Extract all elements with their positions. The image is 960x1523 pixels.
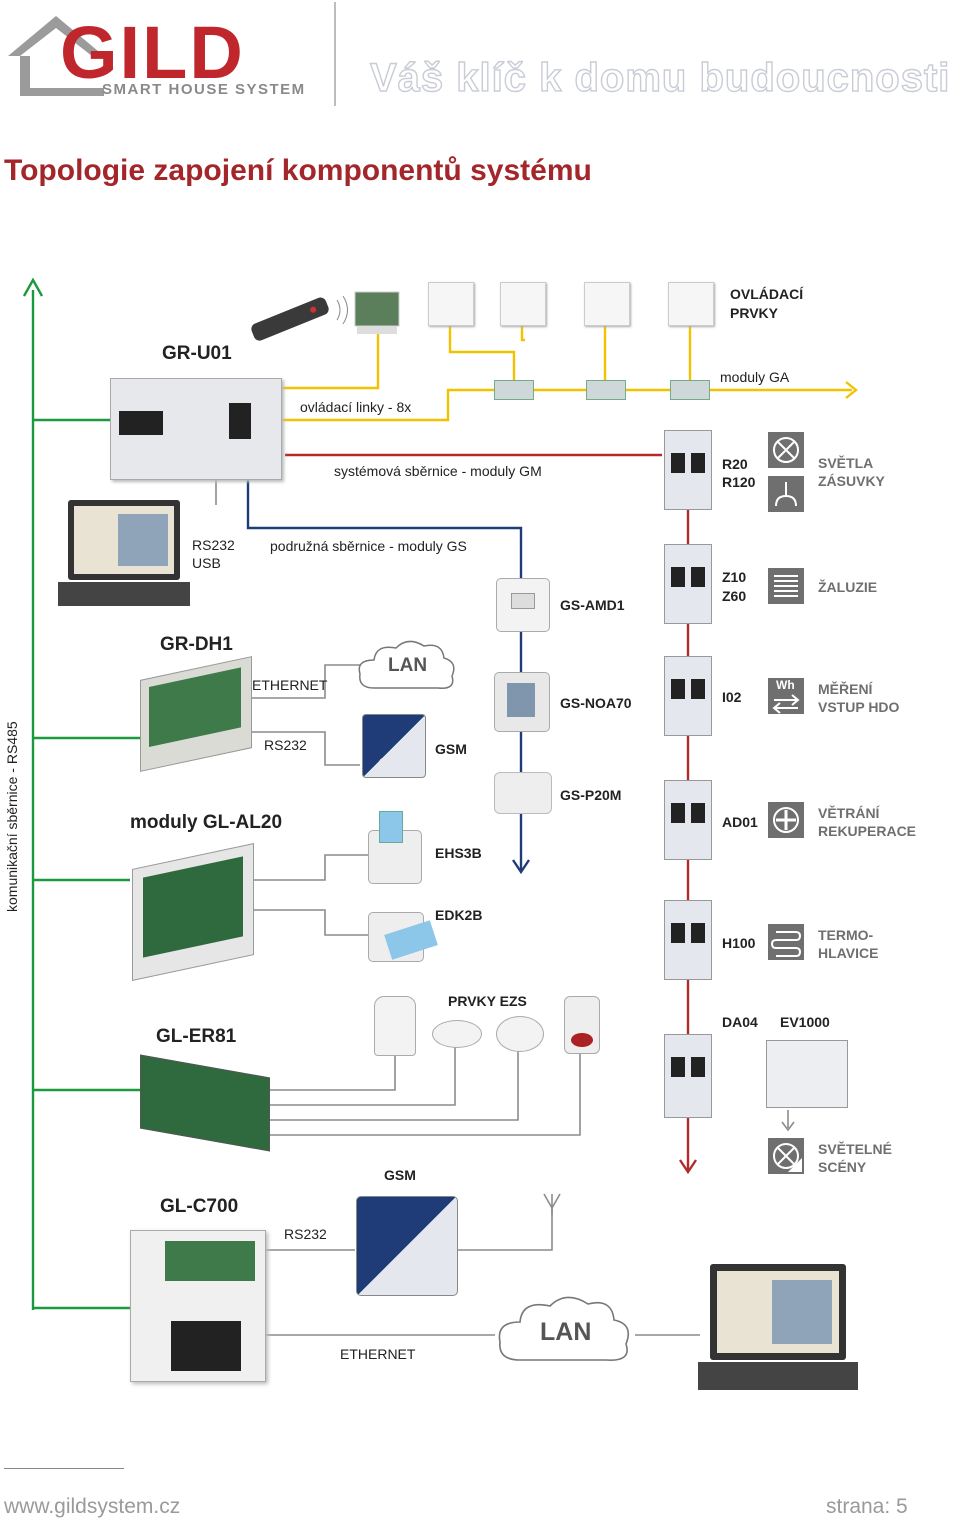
logo-wordmark: GILD [60,11,245,94]
lan-label-1: LAN [388,655,428,676]
heater-icon [768,924,804,960]
gs-noa70-device [494,672,550,732]
gs-amd1-label: GS-AMD1 [560,597,625,613]
footer-url[interactable]: www.gildsystem.cz [4,1495,181,1518]
gm-module-ad01 [664,780,712,860]
system-bus-label: systémová sběrnice - moduly GM [334,463,542,479]
pir-sensor [374,996,416,1056]
laptop-2 [698,1264,858,1392]
edk2b-reader [368,912,438,962]
light-scene-icon [768,1138,804,1174]
lan-label-2: LAN [540,1318,592,1346]
lan-cloud-2 [498,1296,630,1361]
gsm-label-2: GSM [384,1167,416,1183]
remote-control-icon [251,291,400,341]
module-code-i02: I02 [722,689,742,705]
blinds-icon [768,568,804,604]
rs232-label-1: RS232 [192,537,235,553]
bus-label: komunikační sběrnice - RS485 [4,721,20,912]
gl-er81-label: GL-ER81 [156,1026,237,1047]
wall-switch-2 [500,282,546,326]
gr-dh1-label: GR-DH1 [160,634,233,655]
caption-metering: MĚŘENÍ [818,681,873,697]
gsm-gateway-2 [356,1196,458,1296]
gm-module-h100 [664,900,712,980]
gsm-gateway-1 [362,714,426,778]
module-code-ad01: AD01 [722,814,758,830]
ceiling-sensor [432,1020,482,1048]
edk2b-label: EDK2B [435,907,483,923]
caption-blinds: ŽALUZIE [818,579,878,595]
gl-c700-label: GL-C700 [160,1196,239,1217]
ethernet-label-1: ETHERNET [252,677,328,693]
control-lines-label: ovládací linky - 8x [300,399,412,415]
logo: GILD SMART HOUSE SYSTEM [4,10,314,102]
sub-bus-label: podružná sběrnice - moduly GS [270,538,467,554]
siren [564,996,600,1054]
gs-amd1-device [496,578,550,632]
caption-lights: SVĚTLA [818,455,874,471]
meter-icon: Wh [768,678,804,714]
page-number: strana: 5 [826,1495,908,1518]
footer-rule [4,1468,124,1469]
slogan: Váš klíč k domu budoucnosti [369,55,951,100]
ehs3b-label: EHS3B [435,845,482,861]
module-code-r120: R120 [722,474,756,490]
module-code-h100: H100 [722,935,756,951]
socket-icon [768,476,804,512]
logo-subtitle: SMART HOUSE SYSTEM [102,81,306,98]
caption-recuperation: REKUPERACE [818,823,917,839]
gs-p20m-device [494,772,552,814]
page-title: Topologie zapojení komponentů systému [4,154,592,187]
gr-u01-device [110,378,282,480]
modules-ga-label: moduly GA [720,369,790,385]
smoke-detector [496,1016,544,1052]
house-logo-icon [8,16,104,96]
gs-noa70-label: GS-NOA70 [560,695,632,711]
ga-module-2 [586,380,626,400]
caption-hdo: VSTUP HDO [818,699,900,715]
ethernet-label-2: ETHERNET [340,1346,416,1362]
module-code-da04: DA04 [722,1014,758,1030]
gr-u01-label: GR-U01 [162,343,232,364]
caption-heads: HLAVICE [818,945,879,961]
gm-module-z10 [664,544,712,624]
caption-scenes-2: SCÉNY [818,1159,867,1175]
ev1000-device [766,1040,848,1108]
usb-label: USB [192,555,221,571]
module-code-z10: Z10 [722,569,747,585]
fan-icon [768,802,804,838]
module-code-z60: Z60 [722,588,747,604]
module-code-ev1000: EV1000 [780,1014,830,1030]
gm-module-da04 [664,1034,712,1118]
gs-p20m-label: GS-P20M [560,787,622,803]
rs232-label-3: RS232 [284,1226,327,1242]
caption-ventilation: VĚTRÁNÍ [818,805,880,821]
laptop-1 [58,500,190,608]
ga-module-3 [670,380,710,400]
gm-module-i02 [664,656,712,736]
gsm-label-1: GSM [435,741,467,757]
ezs-label: PRVKY EZS [448,993,527,1009]
gm-module-r20 [664,430,712,510]
header-divider [334,2,336,106]
wall-switch-1 [428,282,474,326]
control-elements-label-2: PRVKY [730,305,778,321]
ga-module-1 [494,380,534,400]
lan-cloud-1 [358,640,455,689]
caption-scenes-1: SVĚTELNÉ [818,1141,892,1157]
control-elements-label-1: OVLÁDACÍ [730,286,804,302]
rs232-label-2: RS232 [264,737,307,753]
ehs3b-reader [368,811,422,884]
light-socket-icon [768,432,804,468]
wall-switch-4 [668,282,714,326]
wh-label: Wh [776,678,795,692]
caption-sockets: ZÁSUVKY [818,473,885,489]
module-code-r20: R20 [722,456,748,472]
wall-switch-3 [584,282,630,326]
gl-c700-cabinet [130,1230,266,1382]
caption-thermo: TERMO- [818,927,874,943]
gl-al20-label: moduly GL-AL20 [130,812,283,833]
